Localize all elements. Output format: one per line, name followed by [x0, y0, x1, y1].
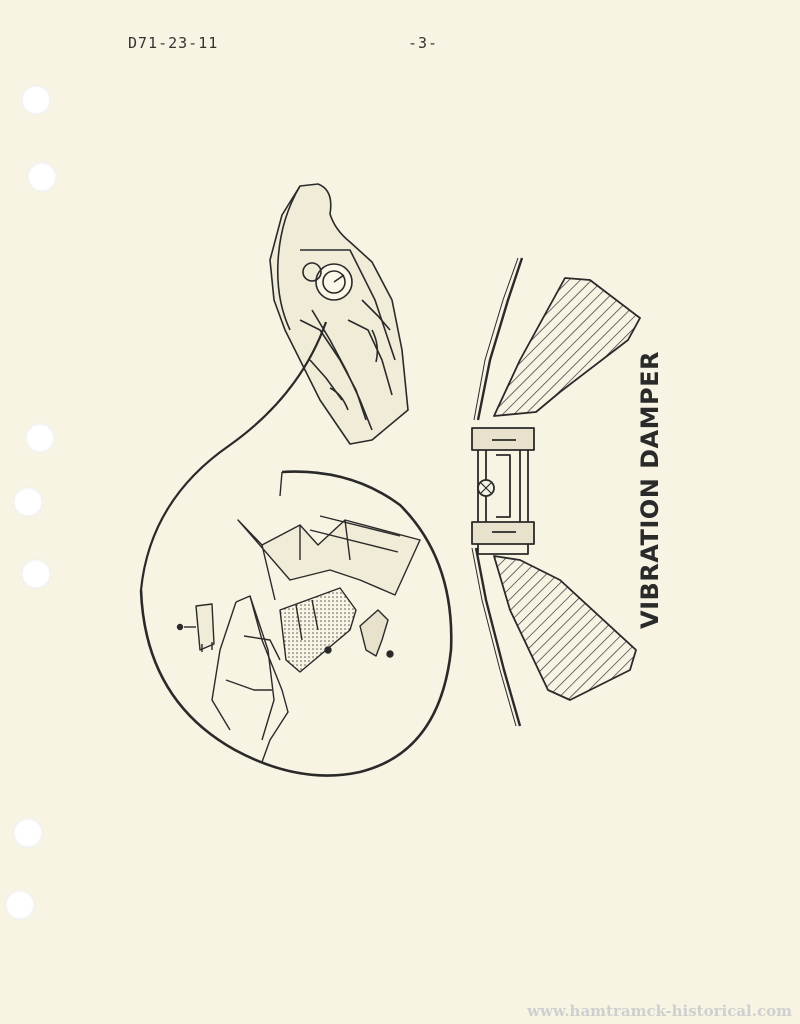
instrument-panel-drawing	[269, 183, 409, 445]
document-number: D71-23-11	[128, 34, 219, 52]
detail-bracket-assembly	[176, 515, 421, 763]
page-number: -3-	[408, 34, 439, 52]
binder-hole	[13, 487, 43, 517]
binder-hole	[21, 559, 51, 589]
binder-hole	[13, 818, 43, 848]
vibration-damper-label: VIBRATION DAMPER	[636, 351, 664, 629]
vibration-damper-section	[471, 257, 641, 727]
binder-hole	[5, 890, 35, 920]
leader-line	[139, 321, 328, 591]
binder-hole	[27, 162, 57, 192]
binder-hole	[21, 85, 51, 115]
binder-hole	[25, 423, 55, 453]
site-watermark: www.hamtramck-historical.com	[527, 1002, 792, 1020]
detail-circle	[139, 470, 453, 777]
